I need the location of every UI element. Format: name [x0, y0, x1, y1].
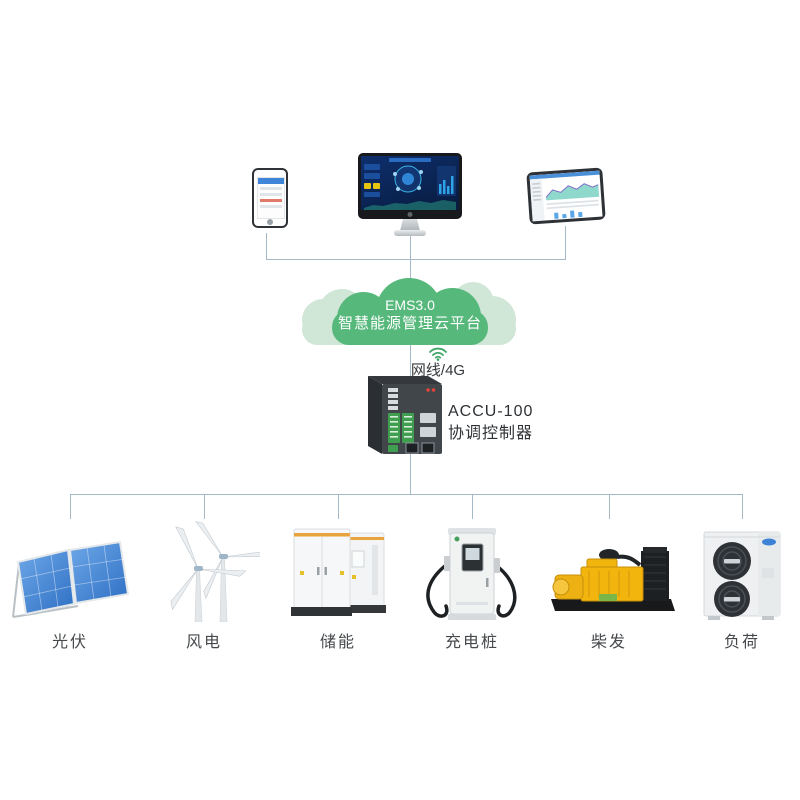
wind-turbine-front	[170, 526, 247, 622]
controller-label: ACCU-100 协调控制器	[448, 401, 533, 445]
connector-stub-load	[742, 494, 743, 519]
cloud-title-line1: EMS3.0	[385, 297, 435, 313]
charging-cable-right	[492, 562, 517, 618]
controller-terminal-blocks	[388, 413, 414, 443]
ac-brand-logo	[762, 538, 776, 546]
generator-radiator	[641, 551, 669, 601]
cloud-platform-title: EMS3.0 智慧能源管理云平台	[325, 296, 495, 333]
smartphone-app-ui	[257, 177, 285, 219]
connector-top-horizontal	[266, 259, 566, 260]
charger-logo	[454, 536, 460, 542]
node-label-diesel: 柴发	[590, 634, 627, 651]
controller-model: ACCU-100	[448, 403, 534, 420]
solar-panel-image	[12, 540, 130, 618]
dashboard-screen	[361, 156, 459, 210]
energy-storage-image	[291, 528, 386, 616]
controller-image	[368, 376, 442, 454]
node-label-storage: 储能	[319, 634, 356, 651]
phone-home-button	[267, 219, 273, 225]
monitor-base	[394, 230, 426, 236]
tablet-graphics	[529, 170, 600, 222]
storage-cabinet-back	[343, 532, 386, 613]
monitor-stand	[400, 219, 420, 231]
node-label-wind: 风电	[185, 634, 222, 651]
storage-cabinet-front	[291, 528, 352, 616]
controller-ethernet-ports	[405, 442, 435, 454]
tablet-app-ui	[529, 170, 603, 222]
connector-monitor-to-cloud	[410, 236, 411, 284]
connector-tablet-stub	[565, 226, 566, 259]
connector-stub-storage	[338, 494, 339, 519]
tablet-device	[526, 167, 606, 225]
node-label-load: 负荷	[723, 634, 760, 651]
node-label-solar: 光伏	[51, 634, 88, 651]
connection-label: 网线/4G	[410, 362, 466, 379]
connector-stub-charging	[472, 494, 473, 519]
load-ac-unit-image	[703, 531, 781, 620]
connector-phone-stub	[266, 233, 267, 259]
dashboard-graphics	[364, 158, 456, 210]
smartphone-screen	[254, 170, 286, 226]
cloud-main-base	[332, 310, 488, 345]
node-label-charging: 充电桩	[444, 634, 499, 651]
connector-stub-diesel	[609, 494, 610, 519]
smartphone-device	[252, 168, 288, 228]
ac-fan-top	[713, 542, 751, 580]
charging-pile-image	[426, 528, 517, 620]
connector-bottom-horizontal	[70, 494, 743, 495]
monitor-chin-logo	[407, 212, 413, 217]
connector-stub-solar	[70, 494, 71, 519]
charging-cable-left	[426, 560, 452, 618]
connector-stub-wind	[204, 494, 205, 519]
ac-fan-bottom	[714, 581, 750, 617]
wifi-icon	[429, 347, 447, 361]
cloud-title-line2: 智慧能源管理云平台	[337, 315, 482, 332]
wind-turbine-image	[170, 521, 260, 622]
desktop-monitor	[358, 153, 462, 219]
diesel-generator-image	[551, 547, 675, 611]
controller-name: 协调控制器	[448, 425, 534, 442]
